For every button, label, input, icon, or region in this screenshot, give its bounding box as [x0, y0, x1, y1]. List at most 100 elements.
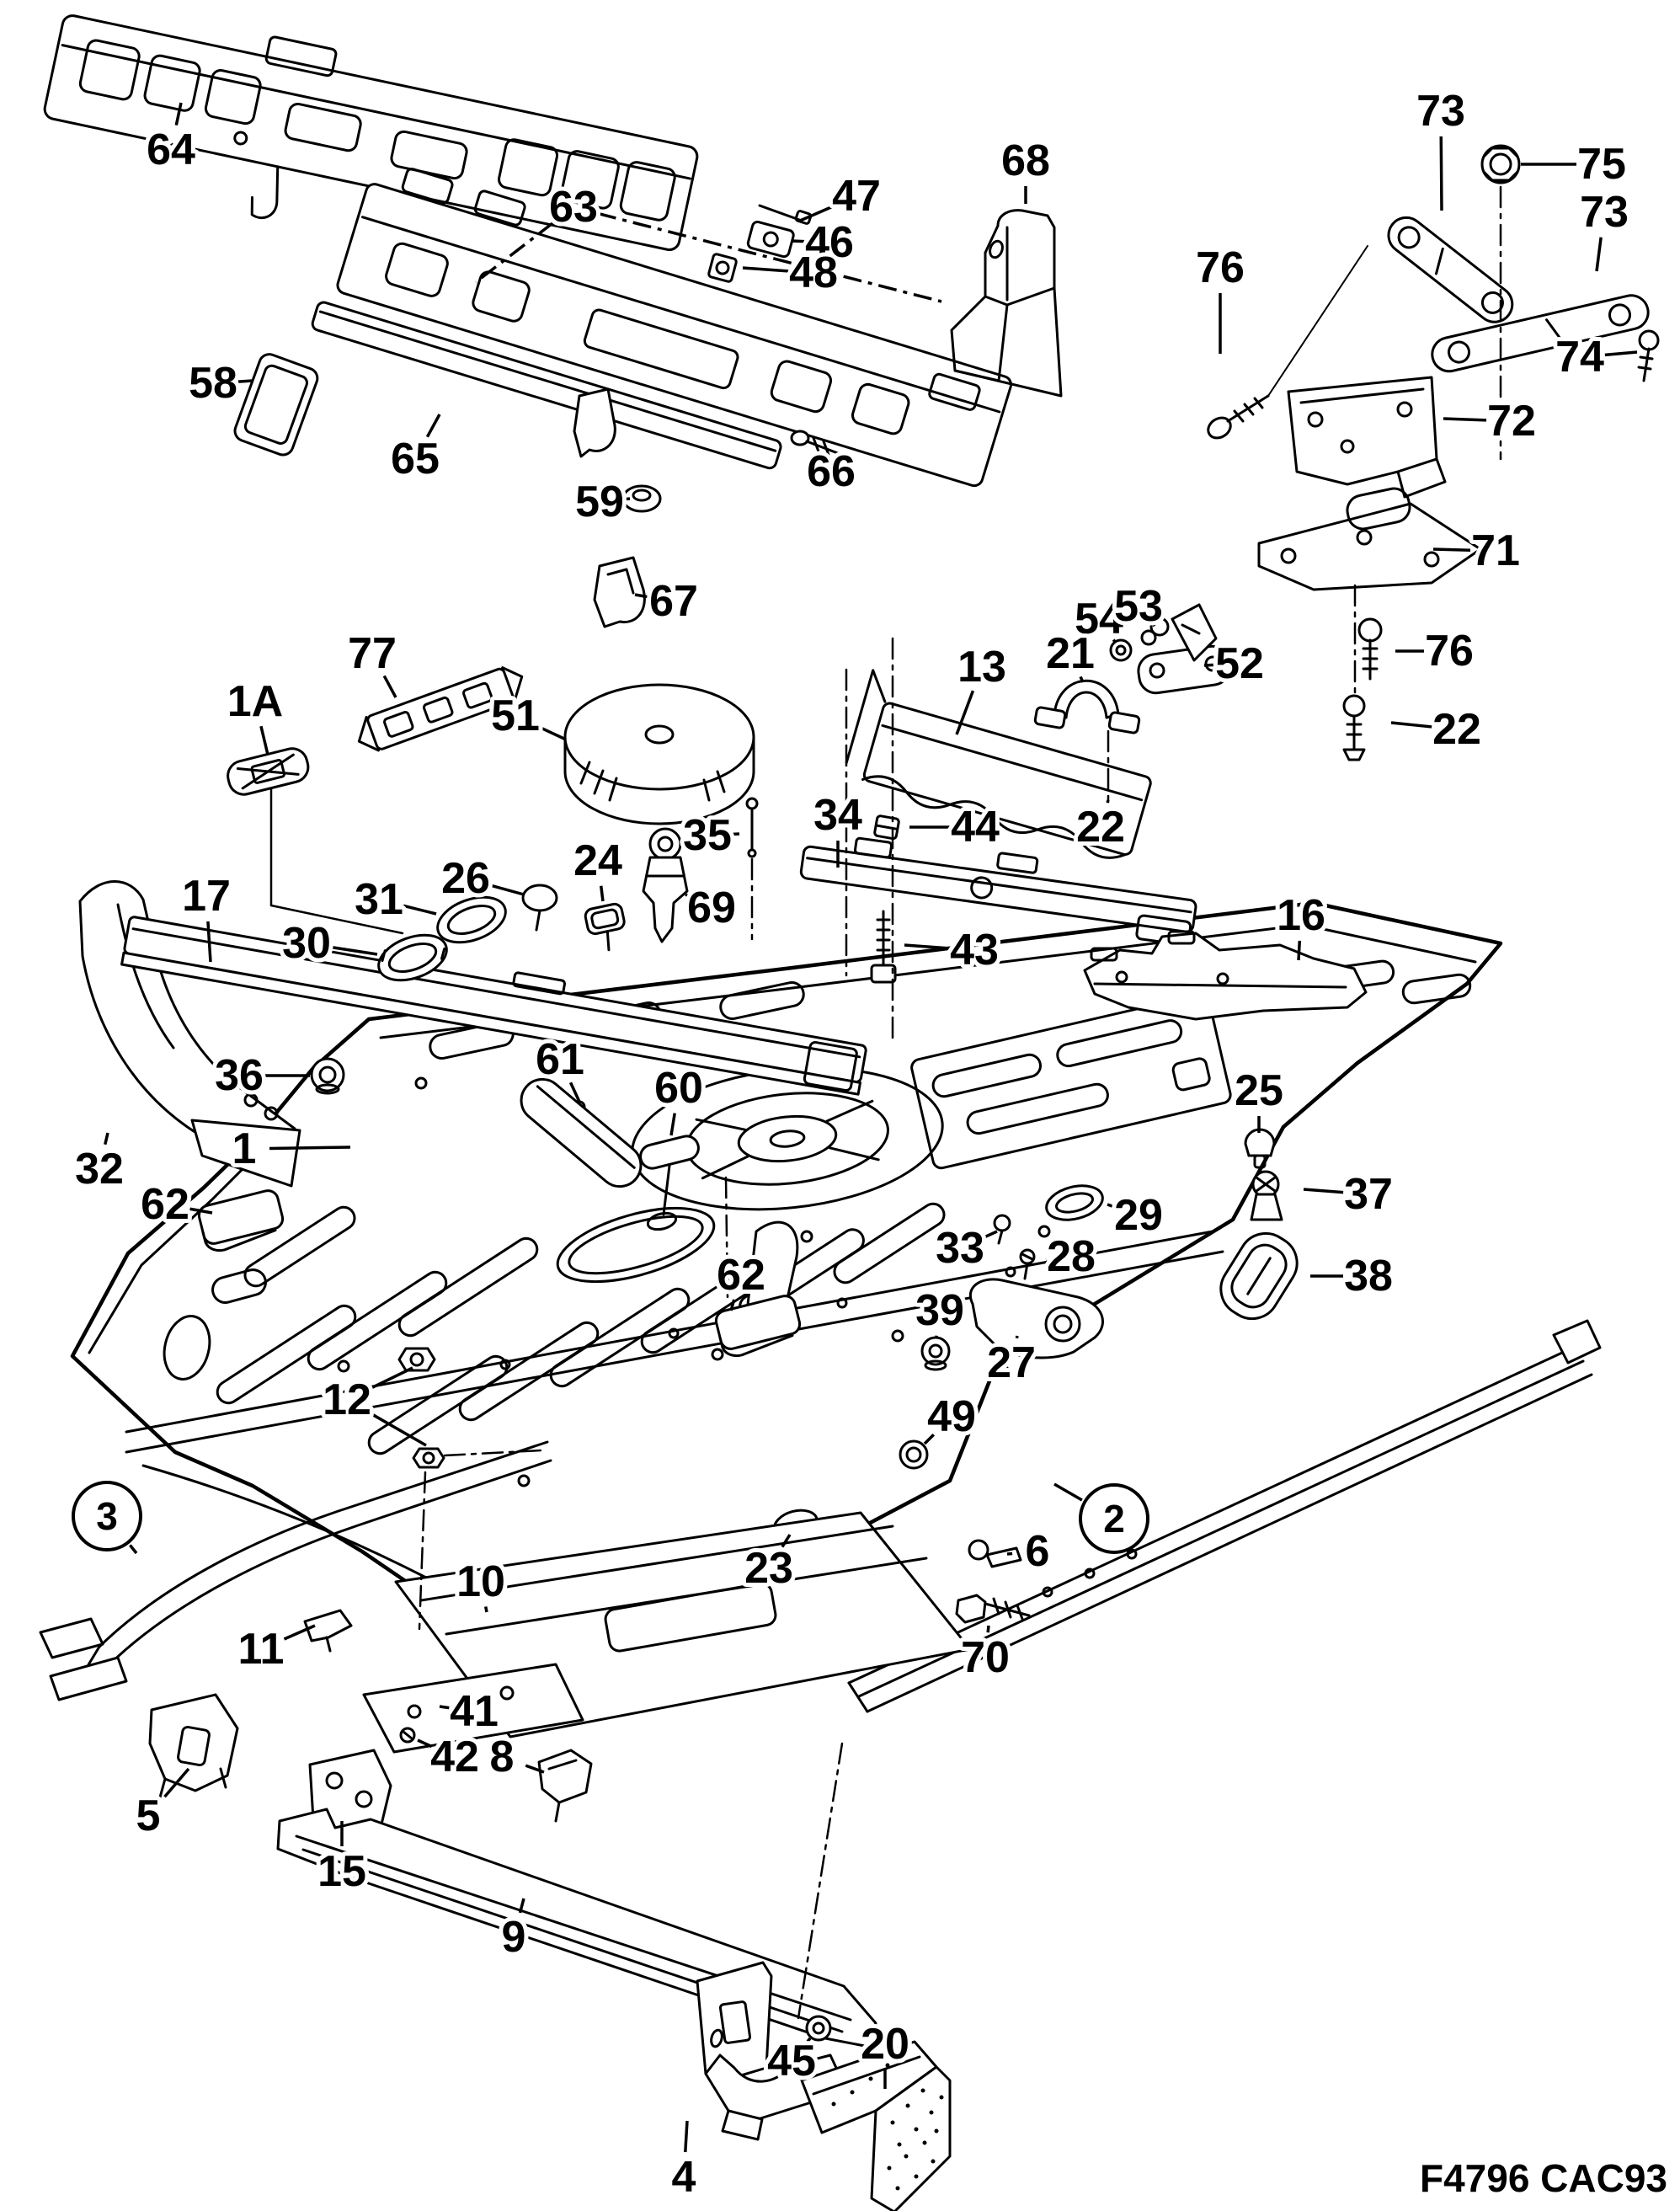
callout-77: 77	[344, 625, 401, 698]
hole	[1037, 1225, 1051, 1238]
callout-circle	[72, 1481, 142, 1551]
callout-70: 70	[957, 1625, 1014, 1686]
callout-label: 28	[1047, 1232, 1096, 1281]
strip-line	[318, 310, 777, 452]
callout-label: 67	[649, 577, 698, 626]
callout-leader	[417, 1738, 433, 1749]
callout-label: 74	[1555, 333, 1604, 382]
callout-leader	[489, 884, 525, 896]
callout-label: 23	[744, 1544, 793, 1593]
plug-24	[584, 902, 626, 952]
callout-leader	[1053, 1482, 1083, 1502]
callout-label: 41	[450, 1687, 499, 1736]
callout-label: 51	[491, 692, 540, 740]
callout-label: 62	[717, 1251, 765, 1300]
callout-35: 35	[679, 807, 740, 864]
callout-label: 9	[502, 1913, 526, 1962]
hole	[770, 360, 833, 414]
callout-47: 47	[799, 168, 885, 225]
rib	[458, 1321, 600, 1422]
callout-leader	[597, 211, 942, 303]
callout-15: 15	[313, 1821, 371, 1900]
callout-leader	[474, 221, 555, 284]
callout-1A: 1A	[223, 673, 287, 756]
rib	[833, 1202, 946, 1284]
callout-label: 21	[1046, 629, 1095, 678]
callout-label: 8	[490, 1733, 515, 1781]
pad-62-mid	[714, 1295, 802, 1358]
callout-label: 39	[915, 1286, 964, 1335]
callout-label: 13	[957, 643, 1006, 692]
grommet-39	[920, 1336, 951, 1371]
callout-leader	[537, 725, 567, 741]
hole	[401, 168, 454, 205]
callout-22-right: 22	[1390, 701, 1485, 758]
hole	[891, 1329, 904, 1343]
pin-35	[745, 797, 759, 858]
pad-62-left	[197, 1189, 285, 1252]
callout-leader	[904, 943, 950, 950]
callout-73-right: 73	[1576, 184, 1633, 272]
callout-leader	[568, 1081, 581, 1103]
cover-plate-27	[969, 1278, 1104, 1373]
callout-label: 70	[961, 1633, 1010, 1682]
callout-label: 52	[1215, 639, 1264, 688]
callout-leader	[982, 1230, 998, 1240]
hole	[473, 190, 526, 227]
callout-41: 41	[439, 1683, 503, 1740]
callout-53: 53	[1110, 578, 1167, 635]
callout-label: 54	[1075, 595, 1123, 644]
callout-label: 12	[323, 1375, 371, 1424]
callout-leader	[1152, 623, 1156, 628]
callout-38: 38	[1310, 1247, 1397, 1305]
clamp-46	[746, 220, 795, 259]
rib	[549, 1287, 691, 1388]
grommet-30	[377, 933, 448, 982]
washer-53	[1140, 617, 1170, 646]
callout-label: 3	[96, 1494, 118, 1538]
callout-66: 66	[803, 443, 860, 500]
callout-leader	[174, 102, 183, 126]
callout-leader	[729, 1299, 736, 1311]
callout-76-top: 76	[1192, 239, 1249, 354]
rear-inner-panel-63	[311, 168, 1013, 488]
callout-25: 25	[1230, 1062, 1288, 1133]
callout-13: 13	[953, 638, 1011, 735]
callout-label: 48	[789, 248, 838, 297]
callout-label: 2	[1103, 1497, 1125, 1541]
callout-label: 46	[805, 218, 854, 267]
callout-label: 24	[573, 836, 622, 885]
callout-49: 49	[923, 1388, 980, 1445]
grommet-49	[899, 1439, 929, 1470]
callout-69: 69	[683, 879, 740, 937]
callout-leader	[237, 379, 253, 383]
callout-label: 71	[1471, 526, 1520, 575]
hole-oval	[163, 1315, 211, 1381]
hole	[1005, 1266, 1016, 1278]
callout-63: 63	[474, 179, 942, 303]
hole	[414, 1076, 428, 1090]
callout-24: 24	[569, 832, 627, 902]
callout-leader	[1432, 547, 1471, 552]
callout-45: 45	[763, 2032, 820, 2090]
callout-39: 39	[911, 1282, 968, 1339]
callout-label: 53	[1114, 582, 1163, 631]
callout-leader	[1390, 721, 1432, 729]
hole	[619, 161, 676, 222]
callout-10: 10	[452, 1553, 509, 1613]
callout-leader	[403, 904, 437, 916]
callout-label: 37	[1344, 1170, 1393, 1219]
callout-leader	[163, 1767, 190, 1798]
callout-leader	[104, 1132, 109, 1146]
hole	[498, 138, 559, 197]
grommet-29	[1045, 1184, 1104, 1221]
callout-27: 27	[983, 1334, 1040, 1391]
callout-label: 69	[687, 884, 736, 932]
callout-label: 1	[232, 1124, 257, 1173]
callout-leader	[382, 675, 397, 698]
nut-48	[707, 253, 738, 283]
damper-pad-51	[563, 683, 755, 825]
hole	[143, 54, 201, 112]
callout-61: 61	[531, 1031, 589, 1103]
panel-body	[43, 14, 699, 252]
